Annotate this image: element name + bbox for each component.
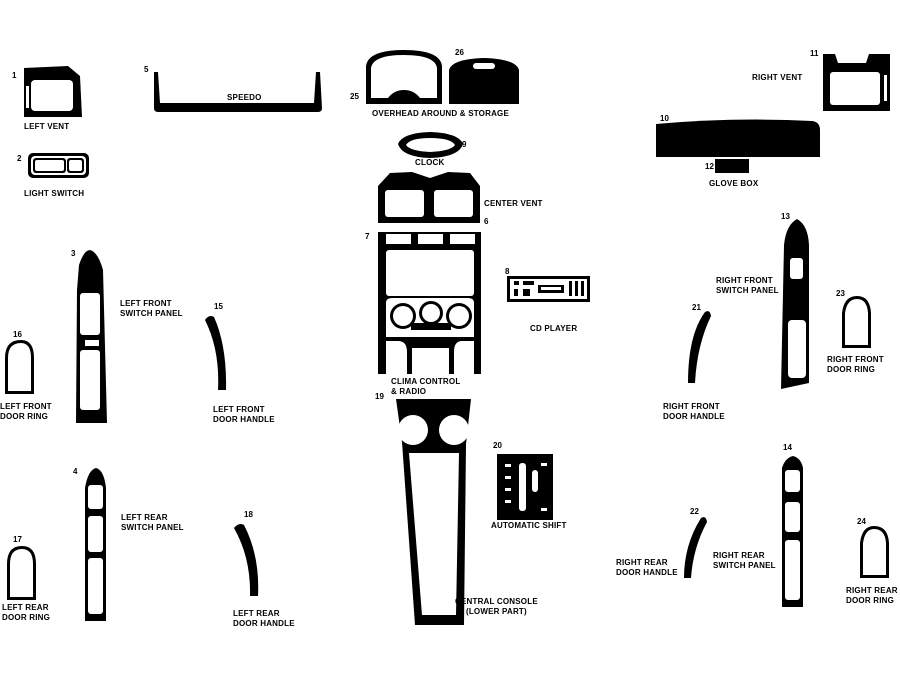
overhead-label: OVERHEAD AROUND & STORAGE	[372, 109, 510, 118]
part-number: 20	[493, 441, 502, 450]
part-label: CLIMA CONTROL & RADIO	[391, 377, 461, 396]
part-11-right-vent	[823, 54, 890, 111]
part-21-right-front-door-handle	[688, 311, 711, 383]
part-label: RIGHT REAR SWITCH PANEL	[713, 551, 776, 570]
part-label: RIGHT FRONT DOOR HANDLE	[663, 402, 725, 421]
part-10-dash-strip	[656, 119, 820, 157]
part-number: 4	[73, 467, 78, 476]
part-label: LEFT REAR SWITCH PANEL	[121, 513, 184, 532]
part-label: RIGHT FRONT SWITCH PANEL	[716, 276, 779, 295]
part-label: CENTER VENT	[484, 199, 543, 208]
part-label: RIGHT REAR DOOR RING	[846, 586, 898, 605]
part-label: CLOCK	[415, 158, 445, 167]
part-number: 17	[13, 535, 22, 544]
part-2-light-switch	[28, 153, 89, 178]
part-number: 14	[783, 443, 792, 452]
part-number: 16	[13, 330, 22, 339]
part-26-storage	[449, 58, 519, 104]
part-25-overhead-around	[366, 50, 442, 104]
part-4-left-rear-switch-panel	[85, 468, 106, 621]
part-number: 5	[144, 65, 149, 74]
part-number: 1	[12, 71, 17, 80]
part-number: 22	[690, 507, 699, 516]
part-label: LIGHT SWITCH	[24, 189, 85, 198]
part-number: 21	[692, 303, 701, 312]
part-number: 15	[214, 302, 223, 311]
part-7-clima-radio	[378, 232, 481, 374]
part-12-glove-box	[715, 159, 749, 173]
part-number: 2	[17, 154, 22, 163]
part-number: 19	[375, 392, 384, 401]
part-22-right-rear-door-handle	[684, 517, 707, 578]
part-label: CENTRAL CONSOLE (LOWER PART)	[455, 597, 538, 616]
part-18-left-rear-door-handle	[234, 524, 259, 596]
part-number: 11	[810, 49, 819, 58]
part-14-right-rear-switch-panel	[782, 456, 803, 607]
part-label: AUTOMATIC SHIFT	[491, 521, 567, 530]
part-label: LEFT FRONT DOOR RING	[0, 402, 52, 421]
part-8-cd-player	[507, 276, 590, 302]
part-23-right-front-door-ring	[842, 296, 871, 348]
part-label: LEFT REAR DOOR RING	[2, 603, 51, 622]
part-number: 18	[244, 510, 253, 519]
part-5-speedo	[154, 72, 322, 112]
part-label: LEFT REAR DOOR HANDLE	[233, 609, 295, 628]
part-number: 13	[781, 212, 790, 221]
part-19-central-console	[396, 399, 471, 625]
part-24-right-rear-door-ring	[860, 526, 889, 578]
part-label: RIGHT REAR DOOR HANDLE	[616, 558, 678, 577]
part-20-automatic-shift	[497, 454, 553, 520]
part-number: 7	[365, 232, 370, 241]
part-9-clock	[398, 132, 463, 158]
part-number: 26	[455, 48, 464, 57]
part-1-left-vent	[24, 66, 82, 117]
part-number: 12	[705, 162, 714, 171]
part-13-right-front-switch-panel	[781, 219, 809, 389]
part-number: 24	[857, 517, 866, 526]
part-17-left-rear-door-ring	[7, 546, 36, 600]
part-label: RIGHT FRONT DOOR RING	[827, 355, 884, 374]
part-number: 8	[505, 267, 510, 276]
part-label: RIGHT VENT	[752, 73, 803, 82]
part-16-left-front-door-ring	[5, 340, 34, 394]
part-number: 6	[484, 217, 489, 226]
part-15-left-front-door-handle	[205, 316, 227, 390]
part-label: CD PLAYER	[530, 324, 578, 333]
part-number: 25	[350, 92, 359, 101]
part-number: 9	[462, 140, 467, 149]
part-number: 10	[660, 114, 669, 123]
part-label: GLOVE BOX	[709, 179, 759, 188]
part-label: LEFT FRONT SWITCH PANEL	[120, 299, 183, 318]
part-6-center-vent	[378, 172, 480, 223]
part-label: LEFT VENT	[24, 122, 70, 131]
part-label: SPEEDO	[227, 93, 262, 102]
part-label: LEFT FRONT DOOR HANDLE	[213, 405, 275, 424]
part-3-left-front-switch-panel	[76, 250, 107, 423]
part-number: 3	[71, 249, 76, 258]
part-number: 23	[836, 289, 845, 298]
